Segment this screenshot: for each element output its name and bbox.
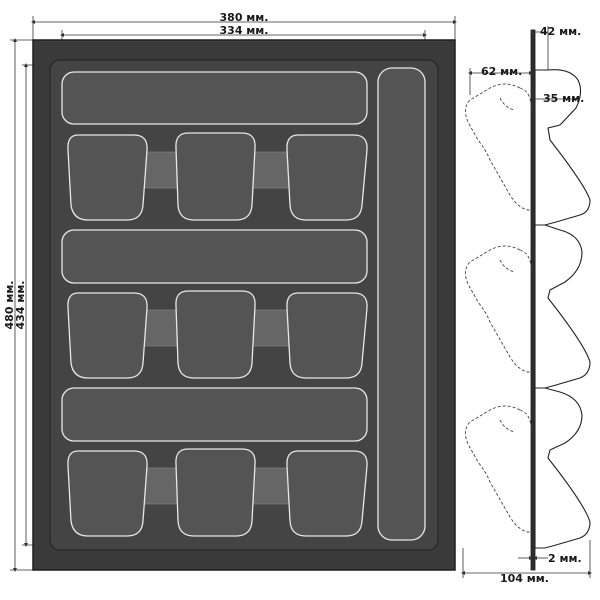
compartment-vertical-long: [377, 67, 426, 541]
cup-compartment: [67, 450, 148, 537]
cup-compartment: [286, 292, 368, 379]
compartment-horizontal-2: [61, 229, 368, 284]
label-outer-height: 480 мм.: [3, 281, 16, 330]
label-profile-lip-width: 62 мм.: [481, 65, 522, 78]
label-inner-width: 334 мм.: [220, 24, 269, 37]
cup-compartment: [67, 134, 148, 221]
label-outer-width: 380 мм.: [220, 11, 269, 24]
compartment-horizontal-3: [61, 387, 368, 442]
label-profile-total-depth: 104 мм.: [500, 572, 549, 585]
bridge: [247, 309, 293, 347]
dimension-outer-height: 480 мм.: [3, 38, 35, 572]
profile-segment-top: [534, 69, 591, 226]
hidden-cup-outline-middle: [465, 245, 532, 373]
tray-side-profile: 42 мм. 62 мм. 35 мм. 2 мм. 104 мм.: [461, 25, 592, 585]
label-profile-wall-thickness: 2 мм.: [548, 552, 582, 565]
label-profile-top-width: 42 мм.: [540, 25, 581, 38]
cup-compartment: [175, 132, 256, 221]
compartment-horizontal-1: [61, 71, 368, 125]
cup-compartment: [286, 450, 368, 537]
label-inner-height: 434 мм.: [14, 281, 27, 330]
bridge: [247, 467, 293, 505]
hidden-cup-outline-top: [465, 83, 532, 211]
dimension-outer-width: 380 мм.: [31, 11, 457, 42]
tray-top-view: [32, 39, 456, 571]
label-profile-lip-height: 35 мм.: [543, 92, 584, 105]
cup-compartment: [175, 448, 256, 537]
profile-back-wall: [530, 29, 536, 571]
profile-segment-bottom: [534, 387, 591, 549]
profile-segment-middle: [534, 224, 591, 389]
cup-compartment: [175, 290, 256, 379]
cup-compartment: [67, 292, 148, 379]
hidden-cup-outline-bottom: [465, 405, 532, 533]
cup-compartment: [286, 134, 368, 221]
